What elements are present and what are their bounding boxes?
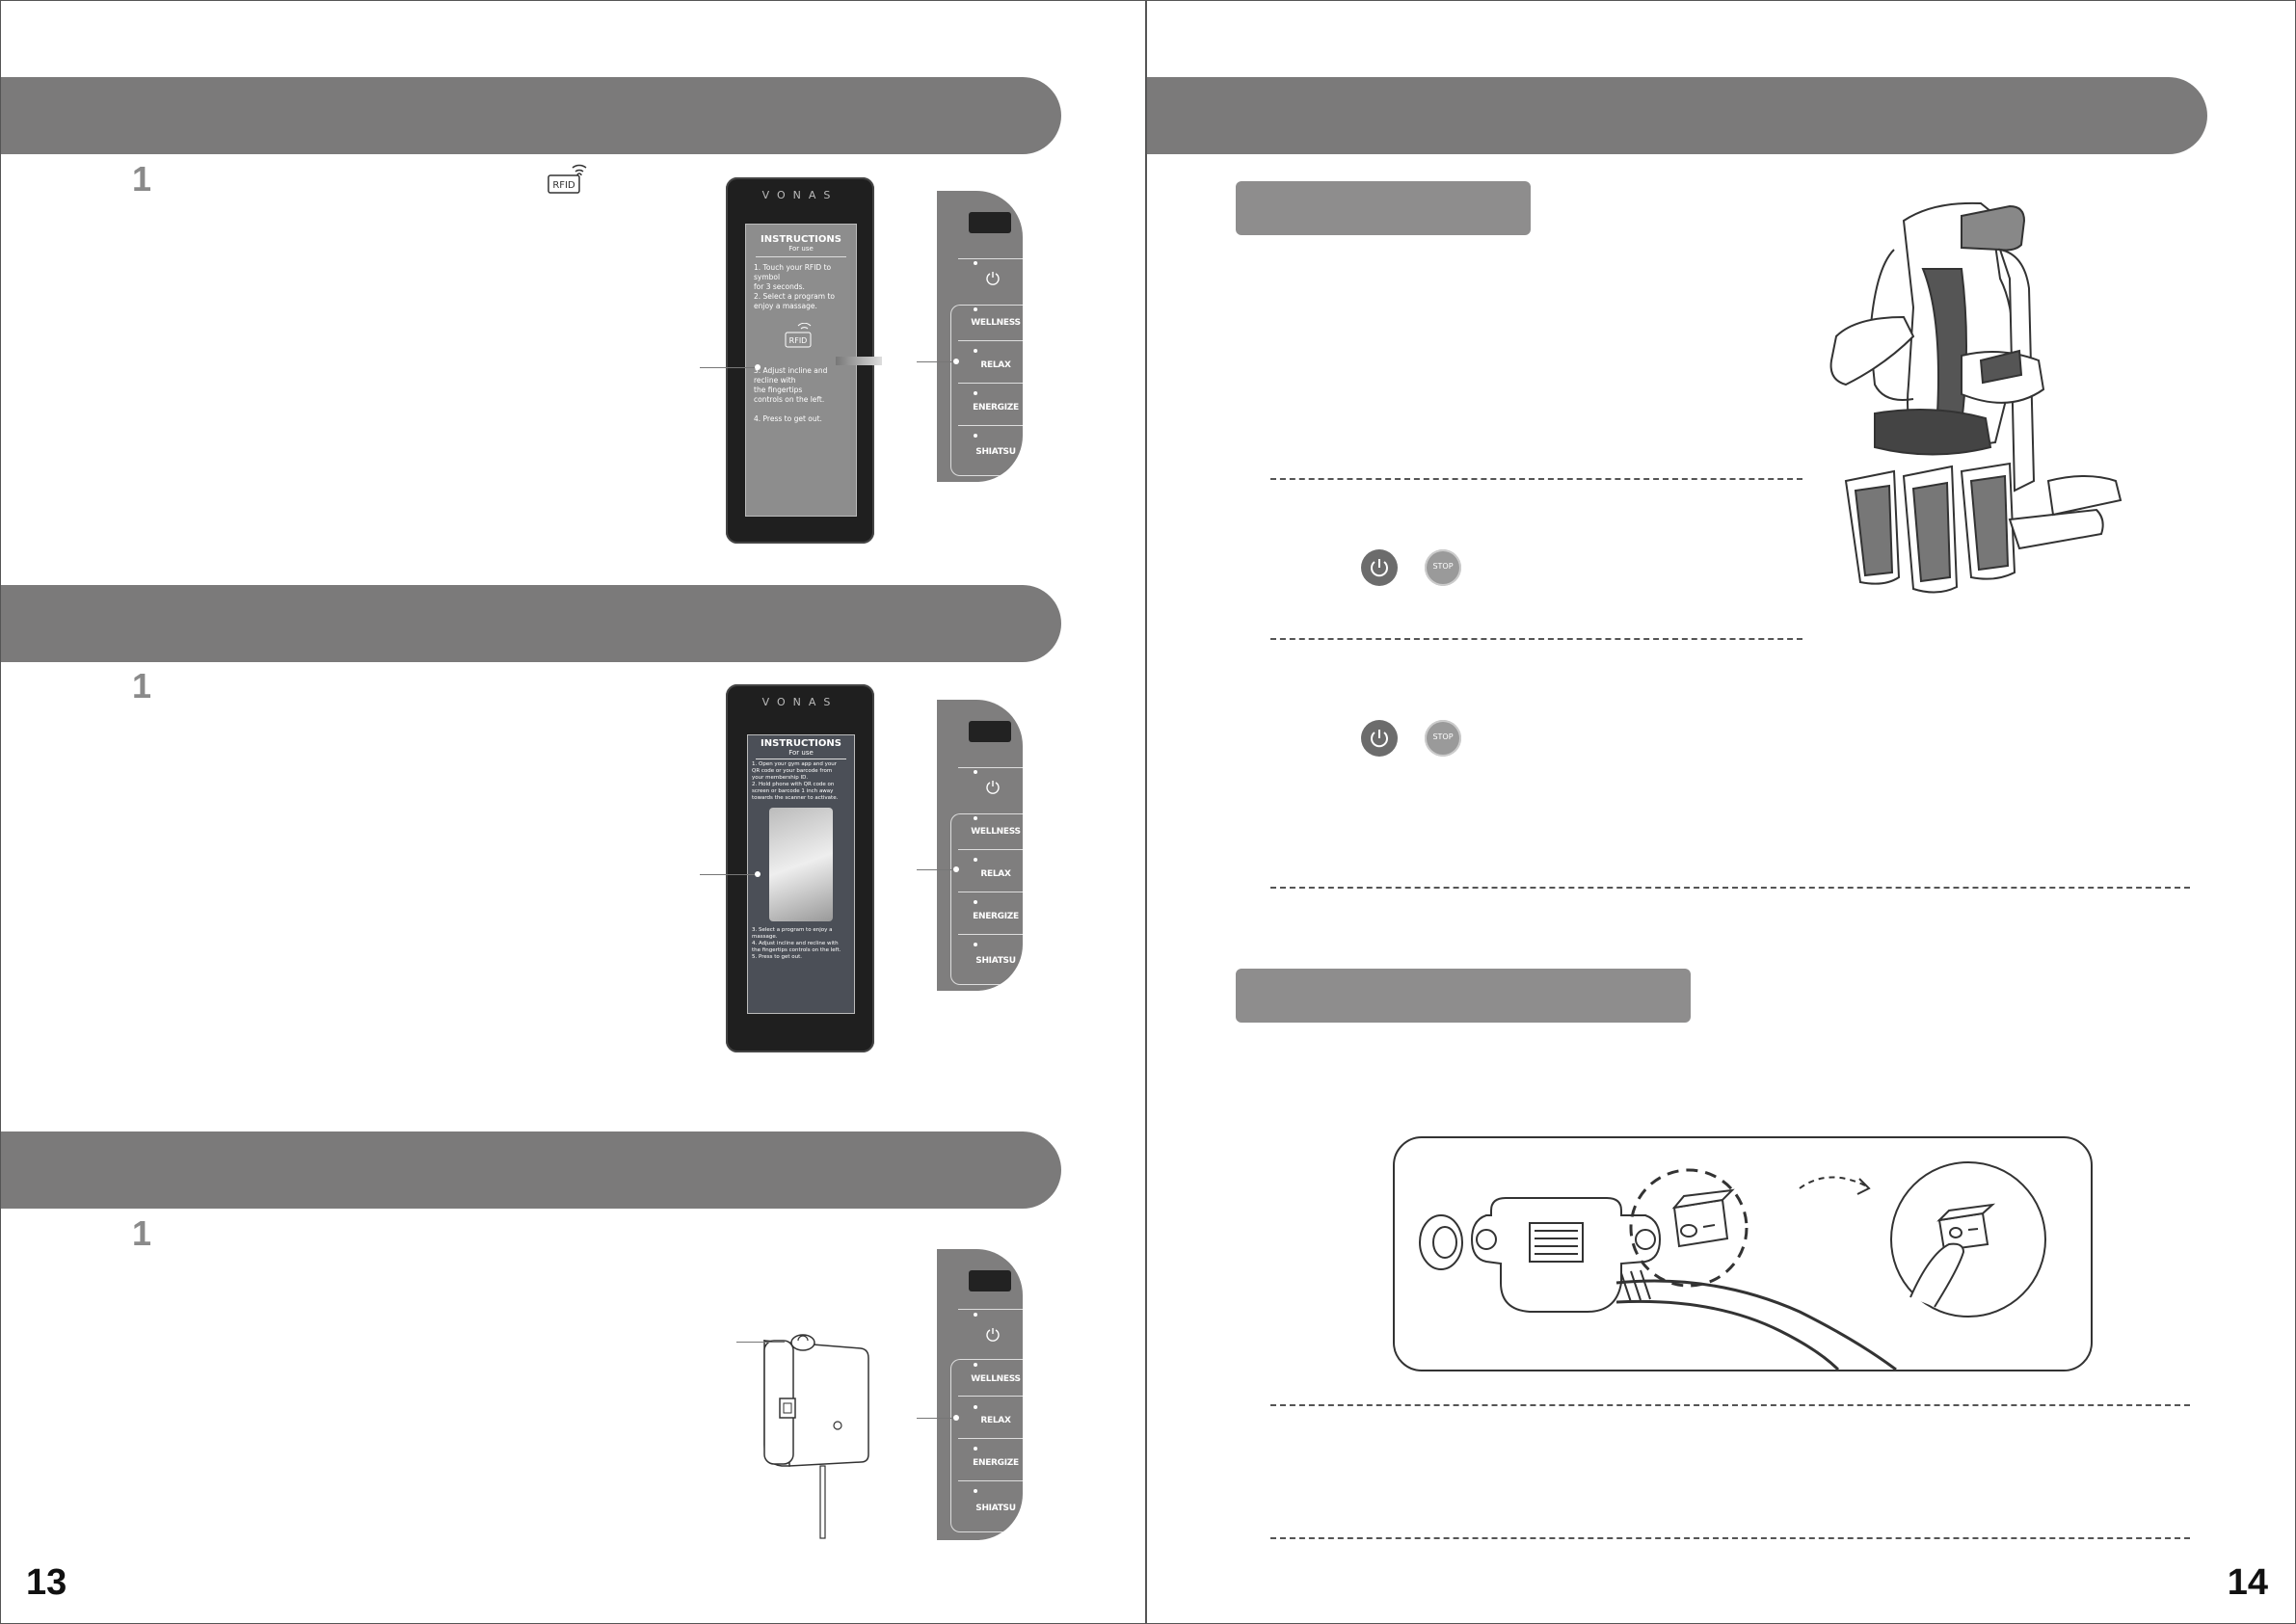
section-header-band xyxy=(1,77,1061,154)
callout-dot xyxy=(953,359,959,364)
instructions-steps-bottom: 3. Select a program to enjoy a massage. … xyxy=(752,927,841,960)
stop-button-icon: STOP xyxy=(1425,720,1461,757)
shiatsu-button[interactable]: SHIATSU xyxy=(975,956,1016,966)
kiosk-screen-rfid: VONAS INSTRUCTIONS For use 1. Touch your… xyxy=(726,177,874,544)
callout-dot xyxy=(953,1415,959,1421)
section-header-band xyxy=(1,585,1061,662)
page-number: 14 xyxy=(2227,1562,2268,1603)
dashed-divider xyxy=(1270,638,1802,640)
dashed-divider xyxy=(1270,887,2190,889)
callout-dot xyxy=(953,866,959,872)
power-icon xyxy=(986,1328,1000,1342)
stop-label: STOP xyxy=(1432,732,1454,741)
instructions-steps-top: 1. Touch your RFID to symbol for 3 secon… xyxy=(754,263,835,310)
step-number: 1 xyxy=(132,666,152,706)
power-button-icon xyxy=(1361,549,1398,586)
page-number: 13 xyxy=(26,1562,67,1603)
dashed-divider xyxy=(1270,1537,2190,1539)
stop-button-icon: STOP xyxy=(1425,549,1461,586)
control-panel: WELLNESS RELAX ENERGIZE SHIATSU xyxy=(937,1249,1023,1540)
step-number: 1 xyxy=(132,159,152,199)
kiosk-logo: VONAS xyxy=(761,189,839,201)
kiosk-logo: VONAS xyxy=(761,696,839,708)
callout-dot xyxy=(755,364,761,370)
rfid-icon: RFID xyxy=(547,162,591,197)
instructions-steps-top: 1. Open your gym app and your QR code or… xyxy=(752,761,839,801)
energize-button[interactable]: ENERGIZE xyxy=(973,403,1019,413)
callout-line xyxy=(700,874,758,875)
callout-line xyxy=(917,1418,955,1419)
scanner-window xyxy=(769,808,833,921)
kiosk-screen-qr: VONAS INSTRUCTIONS For use 1. Open your … xyxy=(726,684,874,1052)
relax-button[interactable]: RELAX xyxy=(980,360,1011,370)
instructions-title: INSTRUCTIONS xyxy=(761,738,841,749)
shiatsu-button[interactable]: SHIATSU xyxy=(975,447,1016,457)
callout-line xyxy=(917,869,955,870)
panel-display xyxy=(969,1270,1011,1291)
right-page: STOP STOP xyxy=(1146,0,2296,1624)
program-group xyxy=(950,305,1023,476)
section-header-band xyxy=(1147,77,2207,154)
subsection-header-band xyxy=(1236,969,1691,1023)
instructions-subtitle: For use xyxy=(788,245,814,253)
instructions-screen: INSTRUCTIONS For use 1. Touch your RFID … xyxy=(745,224,857,517)
relax-button[interactable]: RELAX xyxy=(980,1416,1011,1425)
step-number: 1 xyxy=(132,1213,152,1253)
energize-button[interactable]: ENERGIZE xyxy=(973,912,1019,921)
power-icon xyxy=(986,272,1000,285)
wellness-button[interactable]: WELLNESS xyxy=(971,1374,1021,1384)
shiatsu-button[interactable]: SHIATSU xyxy=(975,1504,1016,1513)
wellness-button[interactable]: WELLNESS xyxy=(971,827,1021,837)
callout-line xyxy=(917,361,955,362)
dashed-divider xyxy=(1270,478,1802,480)
program-group xyxy=(950,1359,1023,1532)
wellness-button[interactable]: WELLNESS xyxy=(971,318,1021,328)
power-icon xyxy=(986,781,1000,794)
section-header-band xyxy=(1,1131,1061,1209)
energize-button[interactable]: ENERGIZE xyxy=(973,1458,1019,1468)
subsection-header-band xyxy=(1236,181,1531,235)
panel-display xyxy=(969,212,1011,233)
instructions-steps-bottom: 3. Adjust incline and recline with the f… xyxy=(754,366,828,423)
control-panel: WELLNESS RELAX ENERGIZE SHIATSU xyxy=(937,191,1023,482)
screen-rfid-label: RFID xyxy=(789,336,808,345)
screen-rfid-icon: RFID xyxy=(746,322,856,355)
rfid-icon-label: RFID xyxy=(552,180,575,191)
callout-line xyxy=(700,367,758,368)
stop-label: STOP xyxy=(1432,562,1454,571)
instructions-screen: INSTRUCTIONS For use 1. Open your gym ap… xyxy=(747,734,855,1014)
callout-line xyxy=(736,1342,785,1343)
callout-dot xyxy=(755,871,761,877)
instructions-subtitle: For use xyxy=(788,749,814,757)
panel-display xyxy=(969,721,1011,742)
slider-bar xyxy=(836,357,882,365)
program-group xyxy=(950,813,1023,985)
scanner-device-illustration xyxy=(734,1319,878,1551)
control-panel: WELLNESS RELAX ENERGIZE SHIATSU xyxy=(937,700,1023,991)
instructions-title: INSTRUCTIONS xyxy=(761,234,841,245)
massage-chair-illustration xyxy=(1817,192,2135,626)
power-button-icon xyxy=(1361,720,1398,757)
left-page: 1 RFID VONAS INSTRUCTIONS For use 1. Tou… xyxy=(0,0,1146,1624)
power-switch-illustration xyxy=(1393,1136,2093,1371)
dashed-divider xyxy=(1270,1404,2190,1406)
relax-button[interactable]: RELAX xyxy=(980,869,1011,879)
